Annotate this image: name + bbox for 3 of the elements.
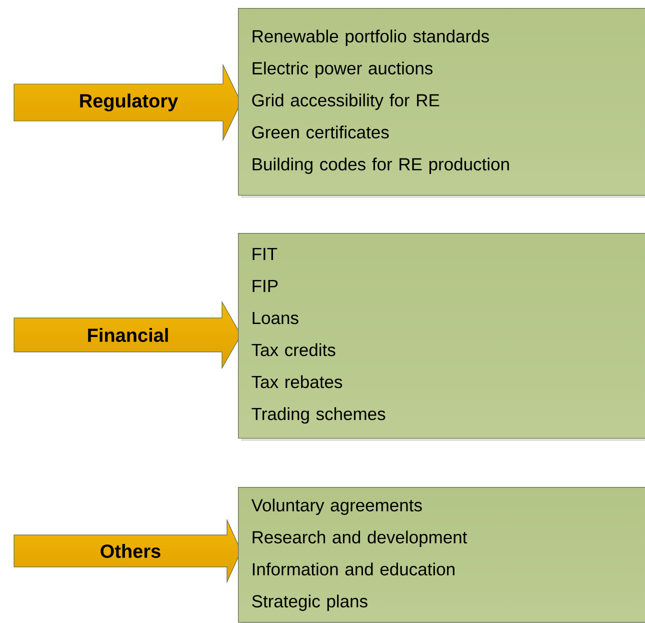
list-box: Renewable portfolio standards Electric power auctions Grid accessibility for RE Green certificates Building codes for RE production bbox=[238, 8, 645, 198]
list-box: Voluntary agreements Research and development Information and education Strategic plans bbox=[238, 486, 645, 623]
list-box: FIT FIP Loans Tax credits Tax rebates Trading schemes bbox=[238, 232, 645, 441]
